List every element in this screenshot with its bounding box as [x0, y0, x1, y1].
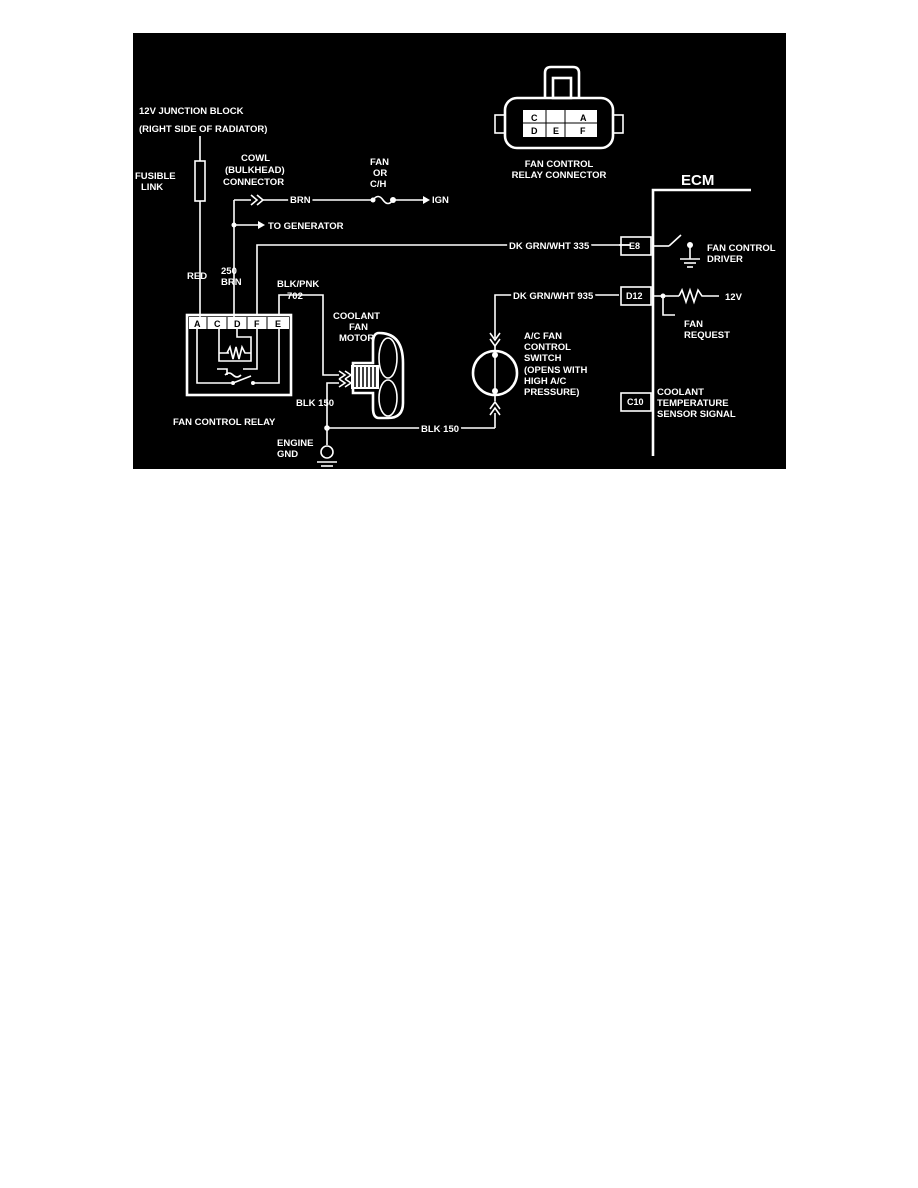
dk-grn-935-label: DK GRN/WHT 935	[513, 291, 594, 302]
ecm-label: ECM	[681, 172, 714, 189]
ecm-pin-e8: E8	[629, 241, 640, 251]
fan-fuse-label-3: C/H	[370, 179, 387, 190]
ecm-module	[651, 188, 751, 456]
fan-fuse-label-1: FAN	[370, 157, 389, 168]
coolant-sensor-label-1: COOLANT	[657, 387, 704, 398]
relay-connector-label-1: FAN CONTROL	[525, 159, 594, 170]
relay-pin-a: A	[194, 319, 201, 329]
fan-control-relay: A C D F E	[185, 313, 293, 397]
wiring-diagram-svg: C A D E F FAN CONTROL RELAY CONNECTOR 12…	[135, 65, 776, 467]
relay-connector-label-2: RELAY CONNECTOR	[512, 170, 607, 181]
connector-pin-d: D	[531, 126, 538, 136]
coolant-sensor-label-2: TEMPERATURE	[657, 398, 729, 409]
blk-pnk-label-2: 702	[287, 291, 303, 302]
to-generator-label: TO GENERATOR	[268, 221, 344, 232]
junction-block-label-1: 12V JUNCTION BLOCK	[139, 106, 244, 117]
ac-switch-label-1: A/C FAN	[524, 331, 562, 342]
connector-pin-a: A	[580, 113, 587, 123]
blk150-motor-label: BLK 150	[296, 398, 334, 409]
coolant-sensor-label-3: SENSOR SIGNAL	[657, 409, 736, 420]
cowl-label-3: CONNECTOR	[223, 177, 284, 188]
engine-ground-symbol	[320, 445, 334, 459]
ecm-pin-c10: C10	[627, 397, 644, 407]
dk-grn-335-label: DK GRN/WHT 335	[509, 241, 590, 252]
fusible-link-label-2: LINK	[141, 182, 163, 193]
coolant-fan-motor	[338, 331, 405, 420]
coolant-fan-motor-label-3: MOTOR	[339, 333, 374, 344]
blk150-switch-label: BLK 150	[421, 424, 459, 435]
relay-pin-e: E	[275, 319, 281, 329]
connector-pin-c: C	[531, 113, 538, 123]
ac-fan-control-switch	[471, 332, 519, 416]
fan-control-driver-label-1: FAN CONTROL	[707, 243, 776, 254]
brn-250-label-1: 250	[221, 266, 237, 277]
relay-pin-f: F	[254, 319, 260, 329]
wiring-diagram: C A D E F FAN CONTROL RELAY CONNECTOR 12…	[133, 33, 786, 469]
cowl-label-2: (BULKHEAD)	[225, 165, 285, 176]
fan-request-label-1: FAN	[684, 319, 703, 330]
ecm-pin-d12: D12	[626, 291, 643, 301]
junction-block-label-2: (RIGHT SIDE OF RADIATOR)	[139, 124, 267, 135]
coolant-fan-motor-label-1: COOLANT	[333, 311, 380, 322]
fusible-link	[194, 160, 206, 202]
relay-connector-drawing: C A D E F	[494, 65, 624, 150]
ign-label: IGN	[432, 195, 449, 206]
fan-control-relay-label: FAN CONTROL RELAY	[173, 417, 276, 428]
fan-control-driver-label-2: DRIVER	[707, 254, 743, 265]
relay-pin-d: D	[234, 319, 241, 329]
connector-pin-f: F	[580, 126, 586, 136]
connector-pin-e: E	[553, 126, 559, 136]
ac-switch-label-3: SWITCH	[524, 353, 562, 364]
fan-request-label-2: REQUEST	[684, 330, 730, 341]
fan-fuse-label-2: OR	[373, 168, 387, 179]
engine-gnd-label-2: GND	[277, 449, 298, 460]
ac-switch-label-4: (OPENS WITH	[524, 365, 587, 376]
coolant-fan-motor-label-2: FAN	[349, 322, 368, 333]
fan-fuse	[372, 195, 394, 205]
fusible-link-label-1: FUSIBLE	[135, 171, 176, 182]
relay-pin-c: C	[214, 319, 221, 329]
twelve-v-label: 12V	[725, 292, 743, 303]
cowl-label-1: COWL	[241, 153, 270, 164]
engine-gnd-label-1: ENGINE	[277, 438, 313, 449]
blk-pnk-label-1: BLK/PNK	[277, 279, 319, 290]
brn-wire-label: BRN	[290, 195, 311, 206]
ac-switch-label-5: HIGH A/C	[524, 376, 567, 387]
red-wire-label: RED	[187, 271, 207, 282]
ac-switch-label-2: CONTROL	[524, 342, 571, 353]
ac-switch-label-6: PRESSURE)	[524, 387, 579, 398]
brn-250-label-2: BRN	[221, 277, 242, 288]
